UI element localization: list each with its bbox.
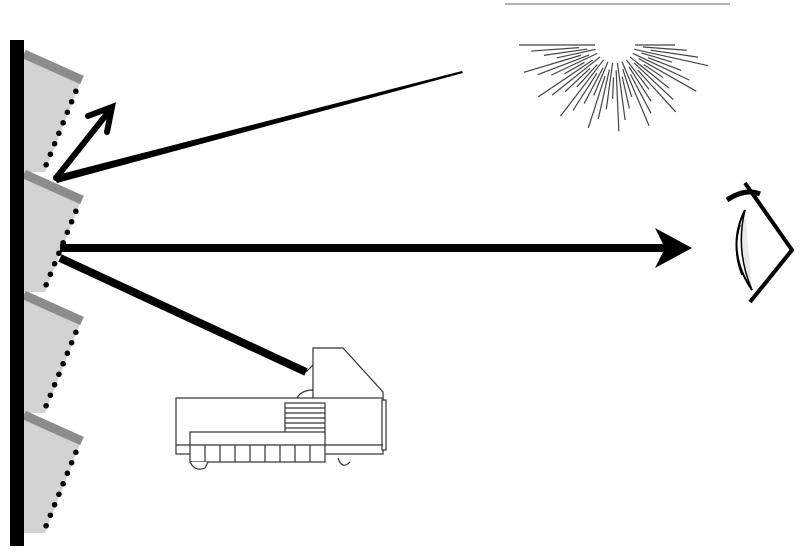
projector-icon: [175, 347, 387, 470]
screen-panel: [22, 169, 84, 292]
screen-panel: [22, 410, 84, 533]
screen-panel: [22, 49, 84, 172]
eye-icon: [725, 181, 795, 304]
wall: [10, 40, 24, 546]
reflected-ray: [53, 102, 117, 181]
projected-image-ray: [60, 228, 692, 268]
projector-beam: [58, 254, 308, 376]
screen-panels: [22, 49, 84, 533]
ambient-light-ray: [53, 71, 463, 183]
screen-panel: [22, 290, 84, 413]
sun-icon: [505, 3, 730, 132]
